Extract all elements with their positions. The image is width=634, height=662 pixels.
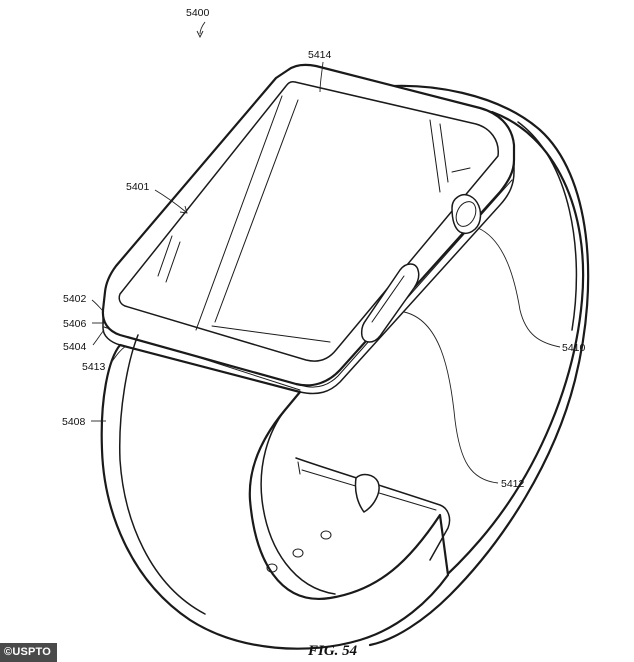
watch-housing (101, 63, 516, 395)
label-5406: 5406 (63, 318, 87, 330)
reference-labels: 5400 5414 5401 5402 5406 5404 5413 5408 … (62, 7, 586, 490)
crown (451, 194, 482, 234)
label-5401: 5401 (126, 181, 150, 193)
side-button (360, 263, 420, 343)
label-5404: 5404 (63, 341, 87, 353)
figure-caption: FIG. 54 (307, 643, 358, 659)
band-back-loop (366, 84, 590, 647)
leader-lines (91, 21, 561, 484)
label-5400: 5400 (186, 7, 210, 19)
label-5413: 5413 (82, 361, 106, 373)
copyright-symbol: © (4, 646, 13, 658)
label-5412: 5412 (501, 478, 525, 490)
uspto-watermark: ©USPTO (0, 643, 58, 662)
band-front (100, 334, 451, 650)
label-5402: 5402 (63, 293, 87, 305)
watermark-label: USPTO (12, 646, 52, 658)
label-5414: 5414 (308, 49, 332, 61)
label-5410: 5410 (562, 342, 586, 354)
label-5408: 5408 (62, 416, 86, 428)
